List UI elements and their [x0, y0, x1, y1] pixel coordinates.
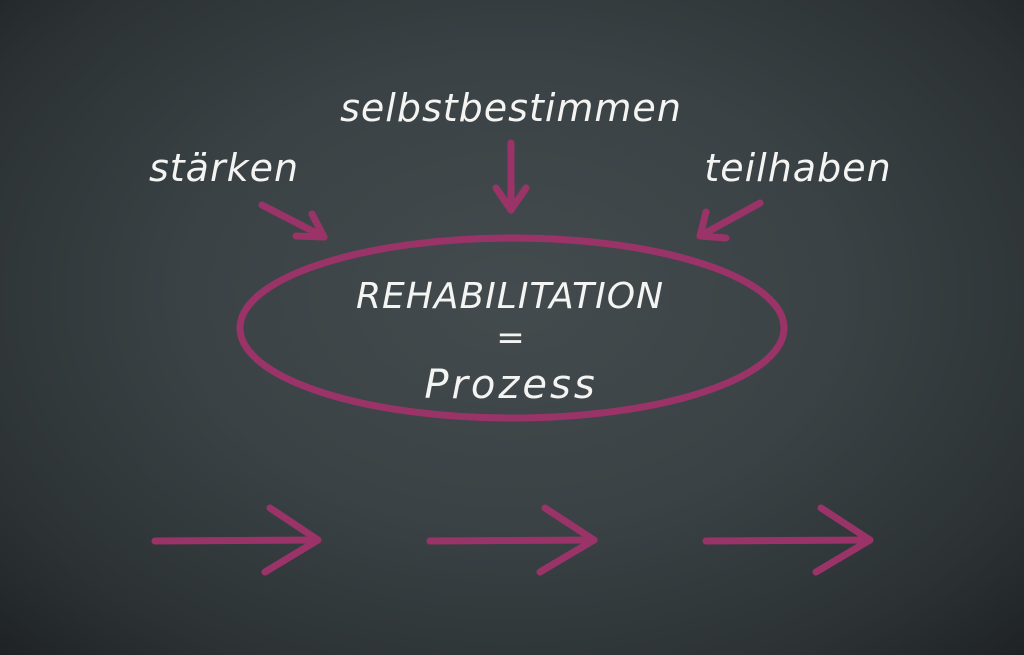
center-title: REHABILITATION: [355, 276, 665, 317]
process-arrow-1-icon: [151, 504, 322, 576]
process-arrow-3-icon: [702, 504, 874, 576]
arrow-right-down-icon: [696, 199, 764, 242]
center-ellipse: [236, 234, 788, 422]
word-teilhaben: teilhaben: [704, 146, 892, 190]
process-arrow-2-icon: [426, 504, 598, 576]
arrow-left-icon: [258, 201, 328, 241]
word-selbstbestimmen: selbstbestimmen: [340, 86, 682, 130]
equals-sign: =: [496, 318, 526, 358]
word-staerken: stärken: [148, 146, 300, 190]
arrow-down-icon: [492, 139, 530, 214]
center-subtitle: Prozess: [424, 362, 598, 408]
